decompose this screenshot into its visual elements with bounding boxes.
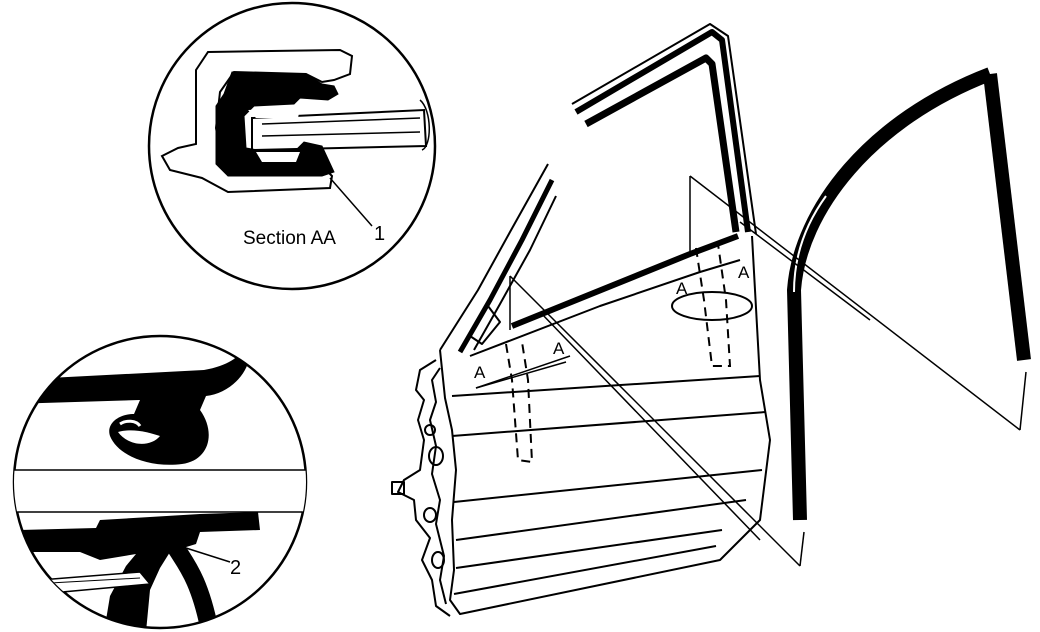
callout-1: 1 (374, 223, 385, 245)
callout-2: 2 (230, 557, 241, 579)
section-marks: A A A A (474, 263, 750, 382)
section-mark-a-4: A (553, 339, 565, 358)
door-assembly (391, 23, 771, 617)
section-mark-a-3: A (474, 363, 486, 382)
hidden-glass-channels (505, 243, 732, 464)
weatherstrip-seal (787, 67, 1031, 521)
detail-circle-lower: 2 (12, 334, 308, 630)
section-mark-a-1: A (676, 279, 688, 298)
section-mark-a-2: A (738, 263, 750, 282)
section-leader-lines (475, 175, 1027, 567)
detail-circle-section-aa: Section AA 1 (147, 1, 437, 291)
section-aa-caption: Section AA (243, 228, 336, 249)
frame-break (515, 114, 585, 176)
